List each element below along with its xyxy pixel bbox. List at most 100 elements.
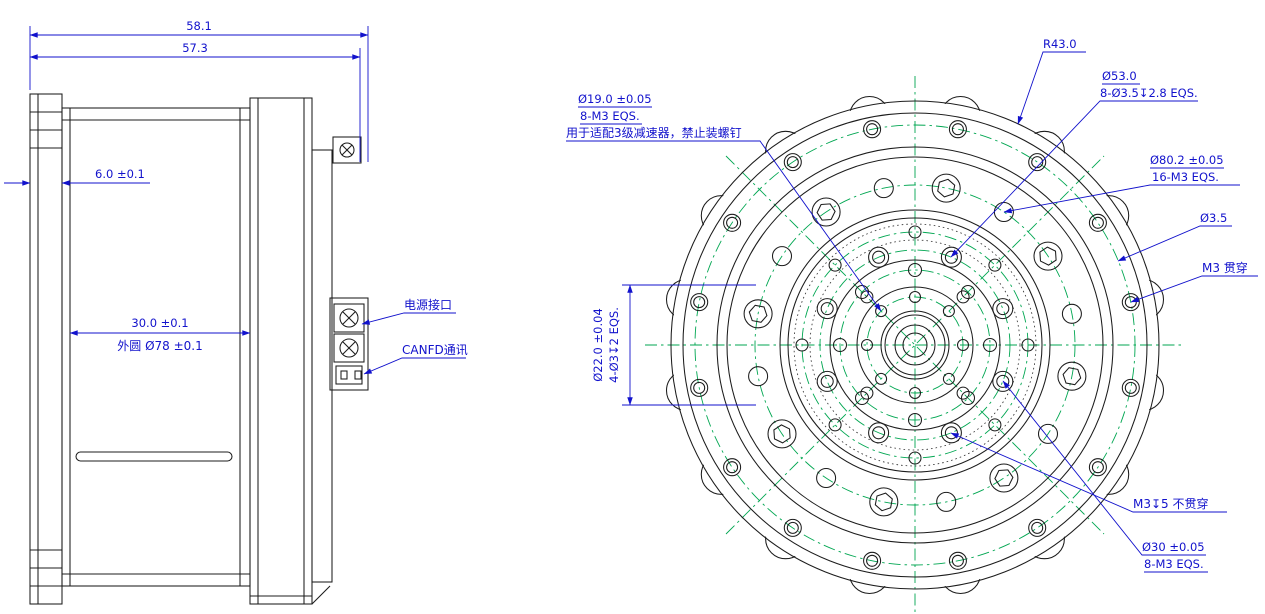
outer-bolt-hole-inner [866, 554, 879, 567]
counterbore-hole [868, 422, 890, 444]
outer-bolt-hole-inner [951, 554, 964, 567]
m3-hole [988, 258, 1002, 272]
hex-socket [874, 492, 893, 512]
side-view [29, 93, 369, 605]
leader-power [361, 312, 456, 325]
dim-total-width: 58.1 [186, 19, 212, 33]
counterbore-hole [816, 298, 838, 320]
housing-edge [716, 146, 1114, 544]
power-connector-pin-2 [339, 338, 359, 358]
leader-d53 [950, 100, 1198, 258]
flange-rim-inner-edge [682, 112, 1148, 578]
hex-socket-screw [767, 419, 797, 449]
outer-bolt-hole [863, 120, 882, 139]
leader-d30 [1002, 380, 1206, 556]
note-m3-through: M3 贯穿 [1202, 260, 1248, 275]
note-d53-1: Ø53.0 [1102, 69, 1137, 83]
counterbore-hole-inner [872, 426, 886, 440]
m3-hole [828, 418, 842, 432]
flange-lobe [1122, 278, 1165, 321]
bolt-circle-48 [866, 296, 964, 394]
front-view-outline [670, 100, 1160, 590]
flange-lobe [665, 369, 708, 412]
outer-bolt-hole-inner [1124, 381, 1137, 394]
outer-bolt-hole [1088, 458, 1107, 477]
m3-hole [828, 258, 842, 272]
flange-lobe [765, 518, 807, 560]
outer-bolt-hole [948, 120, 967, 139]
outer-bolt-hole-inner [693, 381, 706, 394]
front-view-centerlines [645, 76, 1185, 612]
outer-bolt-hole [723, 213, 742, 232]
hex-socket-screw [811, 197, 841, 227]
housing-slot [75, 451, 233, 462]
hex-socket-screw [1033, 241, 1063, 271]
connector-block [329, 297, 369, 391]
label-canfd: CANFD通讯 [402, 343, 468, 357]
note-d22-2: 4-Ø3↧2 EQS. [607, 307, 621, 383]
flange-lobe [765, 130, 807, 172]
m3-hole [907, 262, 923, 278]
note-d80-2: 16-M3 EQS. [1152, 170, 1219, 184]
hex-socket [1062, 367, 1082, 386]
serration-outer [793, 223, 1037, 467]
output-flange-plate [29, 93, 63, 605]
outer-flange-edge [670, 100, 1160, 590]
outer-bolt-hole-inner [1091, 216, 1104, 229]
diagonal-centerline [725, 155, 1105, 535]
m3-hole [854, 284, 870, 300]
leader-d80 [1003, 184, 1240, 214]
hex-socket-screw [743, 299, 773, 329]
m3-hole [956, 338, 970, 352]
counterbore-hole-inner [820, 302, 834, 316]
plain-hole [816, 467, 837, 489]
outer-bolt-hole-inner [726, 216, 739, 229]
outer-bolt-hole-inner [726, 461, 739, 474]
m3-hole [854, 390, 870, 406]
plain-hole [748, 366, 769, 387]
hex-socket [748, 304, 768, 323]
outer-bolt-hole-inner [1031, 521, 1044, 534]
power-connector-pin [339, 308, 359, 328]
outer-bolt-hole [783, 153, 802, 172]
bolt-circle-113 [801, 231, 1029, 459]
front-view-holes [690, 120, 1140, 570]
inner-flange-edge [779, 209, 1051, 481]
m3-hole [960, 284, 976, 300]
m3-hole [960, 390, 976, 406]
hub-boss-edge [880, 310, 950, 380]
hex-socket [1039, 246, 1057, 266]
counterbore-hole-inner [820, 374, 834, 388]
counterbore-hole [992, 370, 1014, 392]
note-d53-2: 8-Ø3.5↧2.8 EQS. [1100, 86, 1198, 100]
hub-outer-edge [856, 286, 974, 404]
outer-bolt-hole [863, 551, 882, 570]
m3-hole [942, 305, 955, 318]
leader-d35 [1117, 225, 1232, 262]
dimensions [4, 26, 1258, 573]
outer-bolt-hole-inner [951, 123, 964, 136]
rear-cap [311, 149, 333, 583]
outer-bolt-hole [1088, 213, 1107, 232]
counterbore-hole [868, 246, 890, 268]
m3-hole [875, 372, 888, 385]
bolt-circle-220 [694, 124, 1136, 566]
note-d19-2: 8-M3 EQS. [580, 109, 640, 123]
outer-bolt-hole [690, 378, 709, 397]
dim-mount-depth: 30.0 ±0.1 [131, 316, 188, 330]
rear-housing [249, 97, 313, 605]
m3-hole [942, 372, 955, 385]
center-bore [902, 332, 928, 358]
m3-hole [982, 337, 998, 353]
dim-flange-thickness: 6.0 ±0.1 [95, 167, 145, 181]
note-d19-3: 用于适配3级减速器，禁止装螺钉 [566, 126, 742, 140]
power-connector-housing-2 [333, 333, 365, 363]
canfd-pin [354, 370, 362, 380]
hex-socket [994, 469, 1014, 487]
serration-inner [809, 239, 1021, 451]
hex-socket-screw [869, 487, 899, 517]
outer-bolt-hole [1121, 293, 1140, 312]
note-m3-blind: M3↧5 不贯穿 [1133, 496, 1209, 511]
outer-bolt-hole-inner [866, 123, 879, 136]
counterbore-hole [940, 246, 962, 268]
